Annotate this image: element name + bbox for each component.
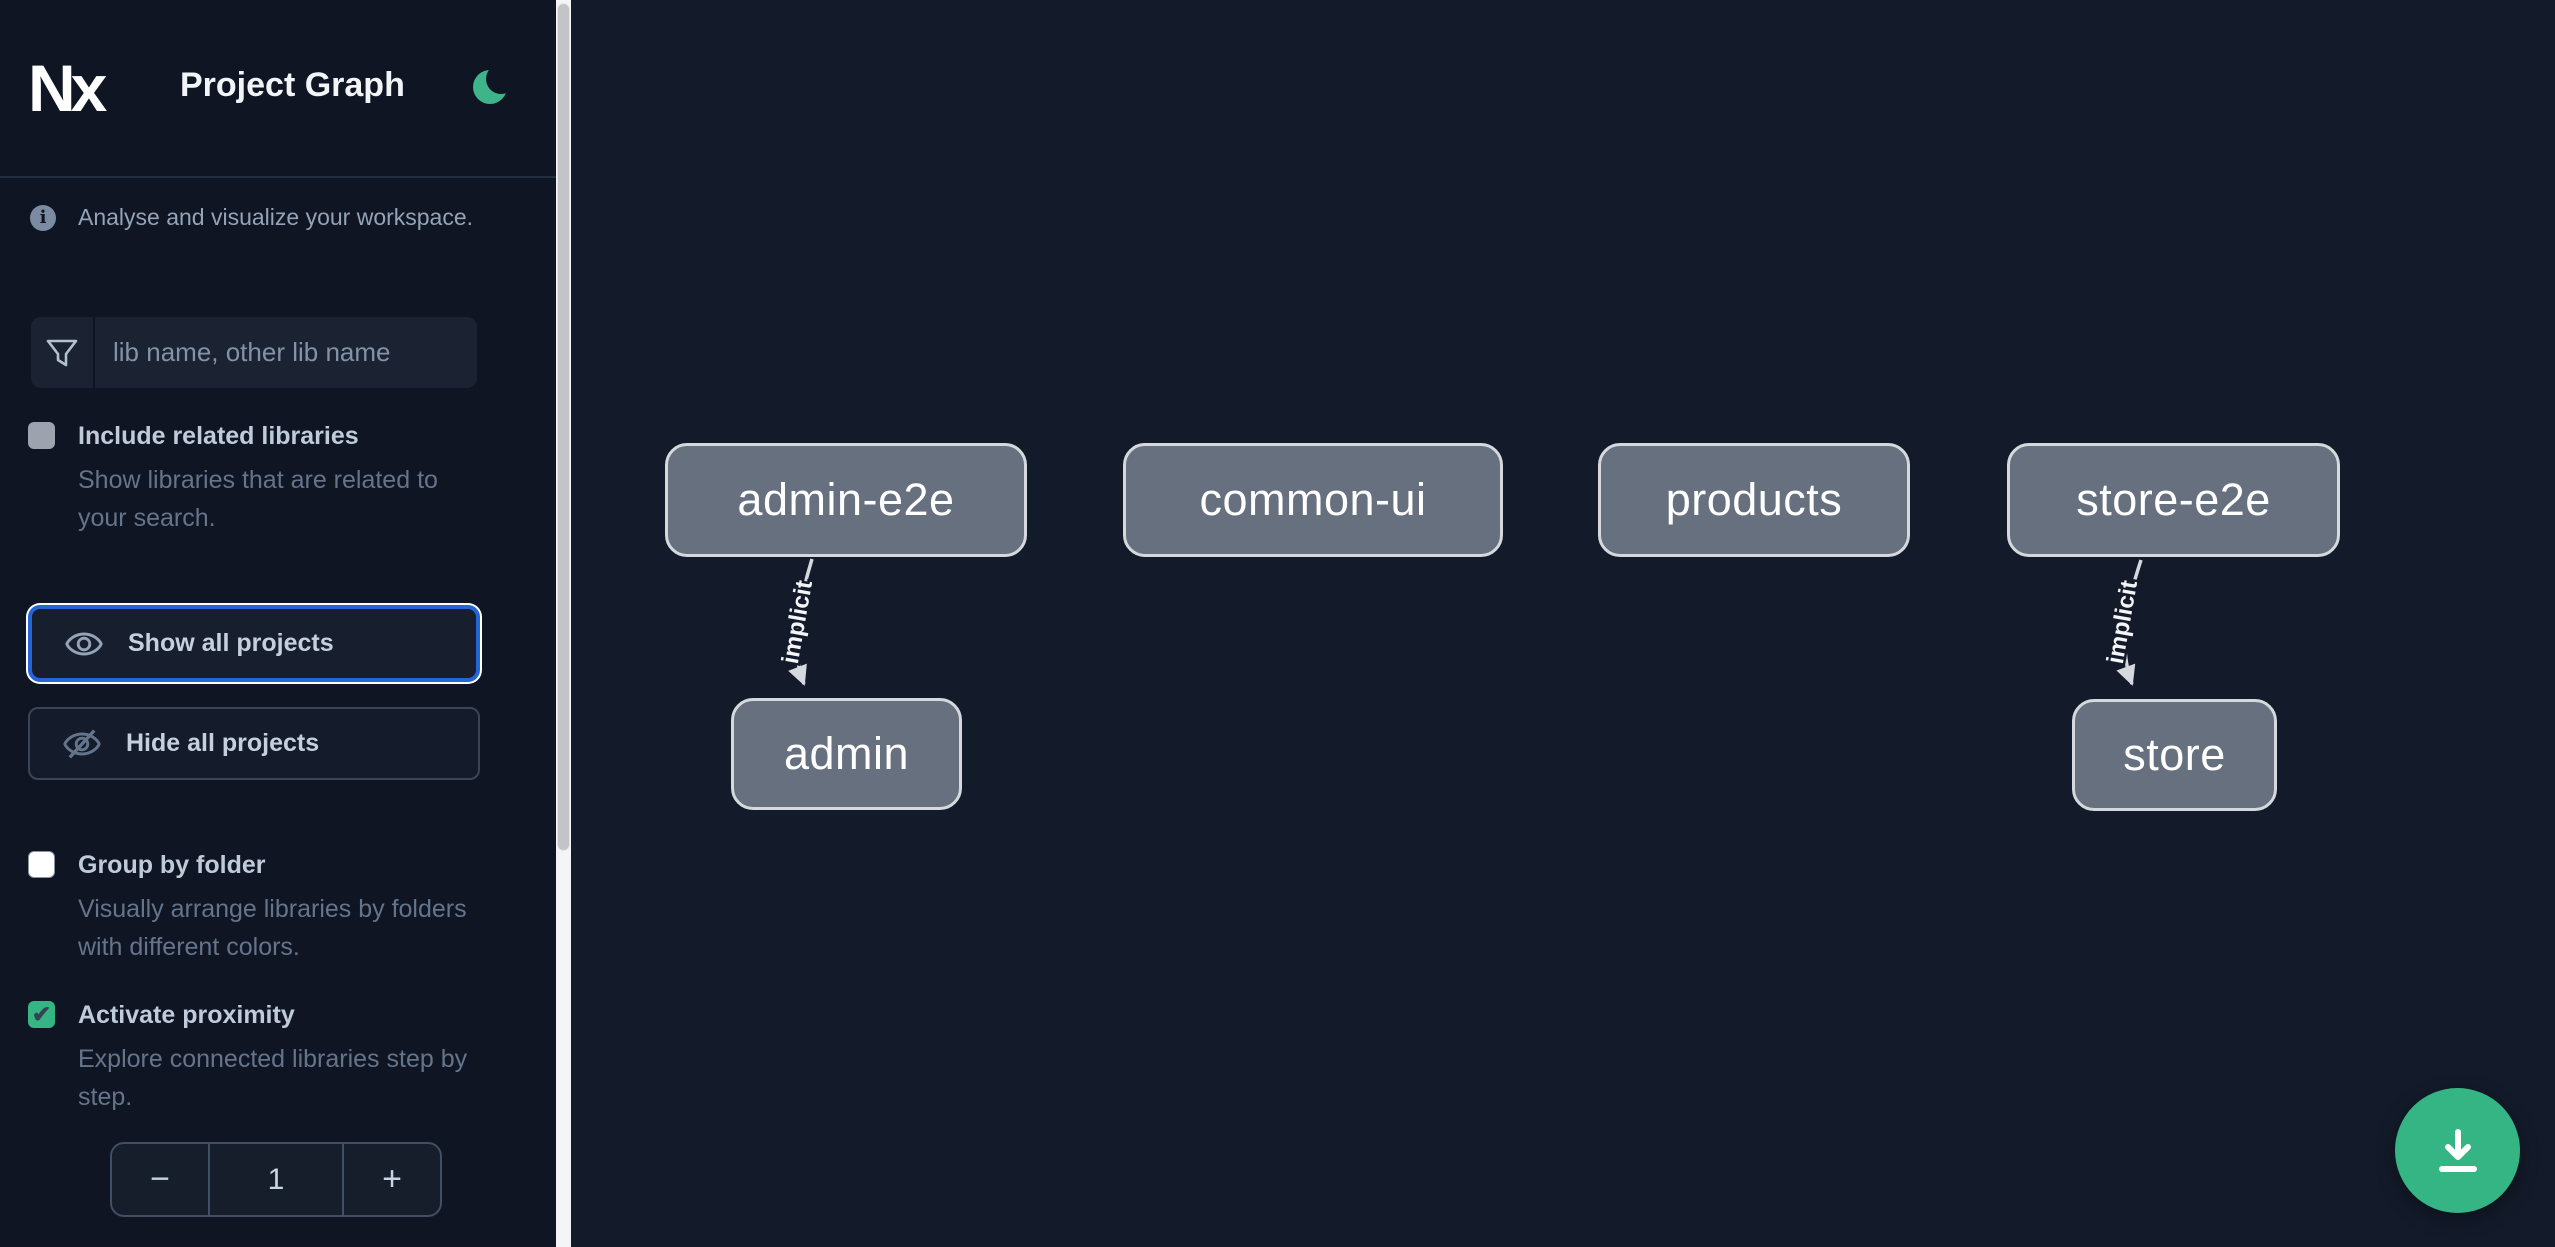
header-divider <box>0 176 556 178</box>
download-icon <box>2438 1128 2477 1172</box>
option-description: Show libraries that are related to your … <box>78 466 438 532</box>
workspace-tagline: Analyse and visualize your workspace. <box>78 204 474 230</box>
option-description: Visually arrange libraries by folders wi… <box>78 895 467 961</box>
eye-off-icon <box>63 729 101 758</box>
edge-label-implicit[interactable]: implicit <box>2099 576 2145 668</box>
info-icon: i <box>30 204 56 231</box>
workspace-info-row: i Analyse and visualize your workspace. <box>30 204 473 231</box>
activate-proximity-checkbox[interactable]: ✔ <box>28 1001 55 1028</box>
graph-node-admin[interactable]: admin <box>731 698 962 810</box>
show-all-projects-button[interactable]: Show all projects <box>28 605 480 682</box>
graph-node-admin-e2e[interactable]: admin-e2e <box>665 443 1027 557</box>
nx-logo: Nx <box>28 51 107 125</box>
include-related-libraries-checkbox[interactable] <box>28 422 55 449</box>
project-graph-canvas[interactable]: implicit implicit admin-e2e common-ui pr… <box>571 0 2555 1247</box>
page-title: Project Graph <box>180 66 405 104</box>
proximity-increment-button[interactable]: + <box>344 1144 440 1215</box>
graph-edges-layer: implicit implicit <box>774 558 2146 686</box>
edge-store-e2e-to-store[interactable] <box>2116 559 2143 686</box>
hide-all-projects-button[interactable]: Hide all projects <box>28 707 480 780</box>
proximity-depth-value[interactable]: 1 <box>208 1144 344 1215</box>
show-all-projects-label: Show all projects <box>128 629 334 657</box>
sidebar-scrollbar-thumb[interactable] <box>557 3 570 851</box>
option-include-related-libraries: Include related libraries Show libraries… <box>28 420 480 537</box>
proximity-depth-stepper: − 1 + <box>110 1142 442 1217</box>
graph-node-common-ui[interactable]: common-ui <box>1123 443 1503 557</box>
option-label[interactable]: Activate proximity <box>78 1001 295 1029</box>
graph-node-products[interactable]: products <box>1598 443 1910 557</box>
option-group-by-folder: Group by folder Visually arrange librari… <box>28 849 480 966</box>
option-description: Explore connected libraries step by step… <box>78 1045 468 1111</box>
option-label[interactable]: Group by folder <box>78 851 266 879</box>
sidebar: Nx Project Graph i Analyse and visualize… <box>0 0 556 1247</box>
option-activate-proximity: ✔ Activate proximity Explore connected l… <box>28 999 480 1116</box>
sidebar-scrollbar-track[interactable] <box>556 0 571 1247</box>
graph-node-store-e2e[interactable]: store-e2e <box>2007 443 2340 557</box>
download-graph-image-button[interactable] <box>2395 1088 2520 1213</box>
graph-node-store[interactable]: store <box>2072 699 2277 811</box>
moon-cutout <box>486 64 516 94</box>
edge-admin-e2e-to-admin[interactable] <box>788 558 814 686</box>
eye-icon <box>65 632 103 655</box>
filter-funnel-icon <box>31 317 95 388</box>
edge-label-implicit[interactable]: implicit <box>774 576 820 668</box>
hide-all-projects-label: Hide all projects <box>126 729 320 757</box>
option-label[interactable]: Include related libraries <box>78 422 359 450</box>
project-filter-searchbox <box>31 317 477 388</box>
project-filter-input[interactable] <box>95 317 477 388</box>
group-by-folder-checkbox[interactable] <box>28 851 55 878</box>
proximity-decrement-button[interactable]: − <box>112 1144 208 1215</box>
theme-toggle-moon-icon[interactable] <box>473 64 516 106</box>
